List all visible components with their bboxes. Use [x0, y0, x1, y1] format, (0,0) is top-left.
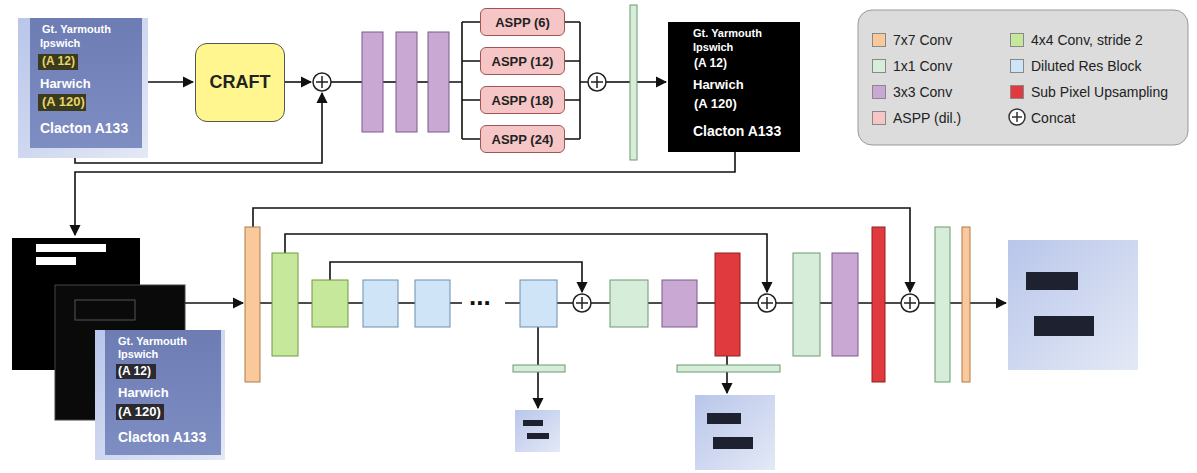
sign-text: Harwich — [118, 386, 169, 400]
sign-text: Harwich — [693, 78, 744, 92]
legend-text: 7x7 Conv — [893, 32, 952, 48]
legend-text: 1x1 Conv — [893, 58, 952, 74]
legend-swatch — [872, 59, 886, 73]
sign-text: Gt. Yarmouth — [42, 24, 111, 36]
legend-text: 4x4 Conv, stride 2 — [1031, 32, 1143, 48]
sign-text: Clacton A133 — [40, 121, 128, 136]
aspp-box: ASPP (18) — [480, 86, 565, 114]
legend-swatch — [1010, 85, 1024, 99]
legend-swatch — [872, 85, 886, 99]
legend-entry: ASPP (dil.) — [872, 110, 961, 126]
node-label: ASPP (18) — [492, 93, 554, 108]
sign-text: (A 12) — [118, 365, 151, 378]
legend-entry: 3x3 Conv — [872, 84, 952, 100]
input-image — [18, 18, 148, 158]
legend-swatch — [1010, 59, 1024, 73]
legend-symbol-space — [1010, 111, 1031, 125]
bottom-wires — [185, 208, 1006, 408]
top-blocks — [362, 5, 637, 160]
legend-entry: 4x4 Conv, stride 2 — [1010, 32, 1143, 48]
aspp-box: ASPP (6) — [480, 8, 565, 36]
legend-swatch — [1010, 33, 1024, 47]
legend-swatch — [872, 33, 886, 47]
node-label: CRAFT — [210, 72, 271, 93]
sign-text: (A 120) — [694, 97, 737, 111]
sign-text: Ipswich — [693, 42, 733, 54]
mask-image — [668, 22, 800, 152]
sign-text: Ipswich — [40, 38, 80, 50]
ellipsis: ... — [469, 283, 491, 310]
legend-entry: 1x1 Conv — [872, 58, 952, 74]
legend-swatch — [872, 111, 886, 125]
legend-entry: Concat — [1010, 110, 1075, 126]
node-label: ASPP (24) — [492, 132, 554, 147]
legend-text: Concat — [1031, 110, 1075, 126]
legend-panel — [858, 10, 1188, 145]
sign-text: Clacton A133 — [118, 430, 206, 445]
legend-text: Diluted Res Block — [1031, 58, 1142, 74]
node-label: ASPP (6) — [495, 15, 550, 30]
bottom-blocks — [245, 227, 970, 382]
legend-entry: 7x7 Conv — [872, 32, 952, 48]
sign-text: (A 12) — [41, 55, 76, 68]
output-image — [515, 240, 1138, 470]
aspp-box: ASPP (12) — [480, 47, 565, 75]
legend-text: ASPP (dil.) — [893, 110, 961, 126]
aspp-box: ASPP (24) — [480, 125, 565, 153]
legend-entry: Sub Pixel Upsampling — [1010, 84, 1168, 100]
stacked-inputs — [12, 238, 225, 460]
sign-text: Gt. Yarmouth — [118, 336, 187, 348]
sign-text: Clacton A133 — [693, 124, 781, 139]
sign-text: Harwich — [40, 77, 91, 91]
process-box: CRAFT — [195, 43, 285, 122]
legend-text: 3x3 Conv — [893, 84, 952, 100]
sign-text: (A 120) — [118, 405, 161, 419]
sign-text: (A 120) — [41, 95, 86, 109]
legend-entry: Diluted Res Block — [1010, 58, 1142, 74]
sign-text: (A 12) — [694, 57, 727, 70]
sign-text: Ipswich — [118, 349, 158, 361]
legend-text: Sub Pixel Upsampling — [1031, 84, 1168, 100]
sign-text: Gt. Yarmouth — [693, 28, 762, 40]
concat-legend-symbol — [1009, 109, 1025, 125]
node-label: ASPP (12) — [492, 54, 554, 69]
concat-symbol — [573, 294, 919, 312]
